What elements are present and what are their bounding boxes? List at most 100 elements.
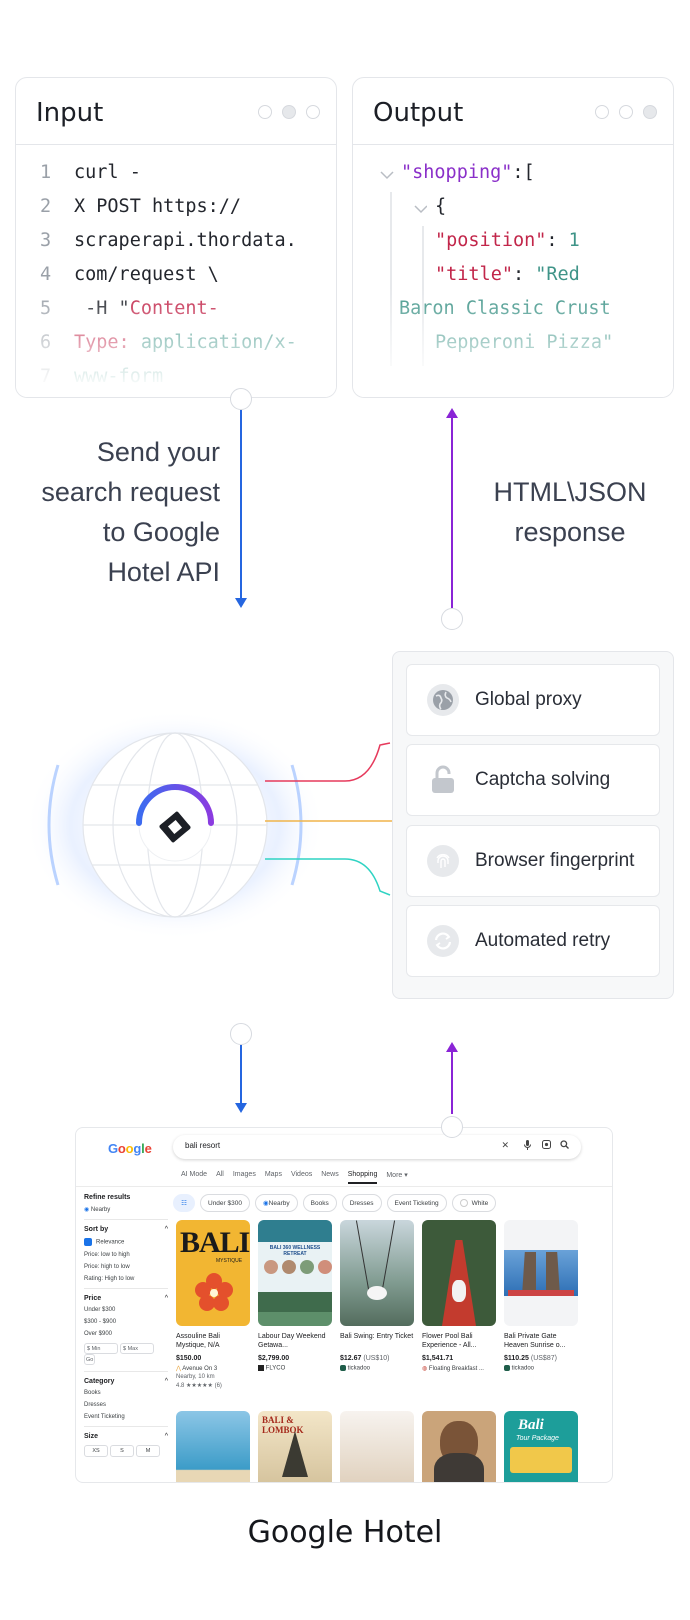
close-icon[interactable]: ✕ — [501, 1140, 509, 1150]
location-pin-icon: ◉ — [262, 1200, 269, 1207]
camera-icon[interactable] — [542, 1140, 551, 1151]
chevron-up-icon[interactable]: ^ — [164, 1226, 168, 1233]
product-card[interactable]: Bali Private Gate Heaven Sunrise o... $1… — [504, 1220, 578, 1372]
product-card[interactable] — [340, 1411, 414, 1482]
filter-chip[interactable]: ◉ Nearby — [254, 1194, 298, 1212]
store-icon — [340, 1365, 346, 1371]
microphone-icon[interactable] — [524, 1140, 531, 1152]
search-tab[interactable]: Videos — [290, 1171, 313, 1178]
product-card[interactable]: Bali Swing: Entry Ticket $12.67 (US$10) … — [340, 1220, 414, 1372]
sort-option[interactable]: Price: low to high — [84, 1252, 130, 1258]
product-image — [422, 1411, 496, 1482]
request-caption-line: search request — [41, 477, 220, 507]
window-dot — [282, 105, 296, 119]
product-card[interactable]: Flower Pool Bali Experience - All... $1,… — [422, 1220, 496, 1372]
code-token: 1 — [568, 230, 580, 251]
response-caption: HTML\JSON response — [480, 472, 660, 552]
code-token: :[ — [512, 162, 535, 183]
store-icon — [258, 1365, 264, 1371]
code-token: curl - — [74, 162, 141, 183]
size-button[interactable]: XS — [84, 1445, 108, 1457]
response-arrow-line — [451, 1052, 453, 1114]
product-price-value: $2,799.00 — [258, 1355, 290, 1362]
category-option[interactable]: Event Ticketing — [84, 1414, 125, 1420]
connector-node — [441, 608, 463, 630]
chevron-up-icon[interactable]: ^ — [164, 1433, 168, 1440]
product-price: $1,541.71 — [422, 1355, 496, 1362]
filter-chip[interactable]: Event Ticketing — [386, 1194, 447, 1212]
product-card[interactable]: Bali Tour Package — [504, 1411, 578, 1482]
unlock-icon — [427, 764, 459, 796]
feature-automated-retry: Automated retry — [406, 905, 660, 977]
nearby-option[interactable]: ◉ Nearby — [84, 1206, 168, 1213]
go-button[interactable]: Go — [84, 1354, 95, 1365]
price-range: $ Min$ MaxGo — [84, 1343, 168, 1365]
product-card[interactable]: BALI & LOMBOK — [258, 1411, 332, 1482]
divider — [84, 1288, 168, 1289]
product-card[interactable]: BALI 360 WELLNESS RETREAT Labour Day Wee… — [258, 1220, 332, 1372]
min-price-input[interactable]: $ Min — [84, 1343, 118, 1354]
sort-option[interactable]: Relevance — [84, 1238, 168, 1246]
google-search-bar[interactable]: bali resort ✕ — [173, 1135, 581, 1159]
product-seller: FLYCO — [258, 1365, 332, 1372]
thordata-logo-icon — [159, 811, 191, 843]
sort-option[interactable]: Rating: High to low — [84, 1276, 135, 1282]
product-price: $150.00 — [176, 1355, 250, 1362]
thordata-globe — [30, 710, 325, 940]
search-tab[interactable]: News — [321, 1171, 339, 1178]
size-heading: Size^ — [84, 1433, 168, 1440]
product-card[interactable] — [422, 1411, 496, 1482]
search-tab[interactable]: All — [216, 1171, 224, 1178]
product-title: Labour Day Weekend Getawa... — [258, 1333, 326, 1349]
price-heading-label: Price — [84, 1295, 102, 1302]
filter-chip[interactable]: Books — [302, 1194, 337, 1212]
product-card[interactable]: BALI MYSTIQUE Assouline Bali Mystique, N… — [176, 1220, 250, 1389]
product-price-value: $1,541.71 — [422, 1355, 454, 1362]
search-tab[interactable]: Maps — [264, 1171, 282, 1178]
sort-option[interactable]: Price: high to low — [84, 1264, 130, 1270]
size-button[interactable]: M — [136, 1445, 160, 1457]
book-cover-subtitle: MYSTIQUE — [216, 1258, 243, 1264]
checkbox-checked-icon[interactable] — [84, 1238, 92, 1246]
store-icon: ◍ — [422, 1366, 428, 1372]
product-card[interactable] — [176, 1411, 250, 1482]
product-image — [176, 1411, 250, 1482]
filter-chip[interactable]: Under $300 — [200, 1194, 250, 1212]
size-button[interactable]: S — [110, 1445, 134, 1457]
request-caption: Send your search request to Google Hotel… — [0, 432, 220, 592]
product-seller: tickadoo — [340, 1365, 414, 1372]
product-image — [422, 1220, 496, 1326]
price-option[interactable]: $300 - $900 — [84, 1319, 117, 1325]
line-number: 2 — [40, 196, 52, 217]
search-tab[interactable]: More ▾ — [386, 1172, 408, 1179]
chevron-up-icon[interactable]: ^ — [164, 1378, 168, 1385]
product-price: $2,799.00 — [258, 1355, 332, 1362]
divider — [84, 1426, 168, 1427]
chevron-down-icon — [380, 171, 394, 180]
category-heading-label: Category — [84, 1378, 115, 1385]
chevron-up-icon[interactable]: ^ — [164, 1295, 168, 1302]
search-tab[interactable]: AI Mode — [181, 1171, 208, 1178]
filter-chip[interactable]: Dresses — [341, 1194, 382, 1212]
search-tab[interactable]: Shopping — [347, 1171, 378, 1184]
filter-chip[interactable]: White — [451, 1194, 497, 1212]
price-option[interactable]: Under $300 — [84, 1307, 116, 1313]
request-caption-line: Hotel API — [107, 557, 220, 587]
window-dot — [258, 105, 272, 119]
category-option[interactable]: Books — [84, 1390, 101, 1396]
product-title: Bali Private Gate Heaven Sunrise o... — [504, 1333, 566, 1349]
search-icon[interactable] — [560, 1140, 569, 1151]
category-option[interactable]: Dresses — [84, 1402, 107, 1408]
product-image — [504, 1220, 578, 1326]
price-option[interactable]: Over $900 — [84, 1331, 113, 1337]
code-token: "title" — [435, 264, 513, 285]
product-seller-name: Floating Breakfast ... — [428, 1366, 484, 1372]
response-caption-line: response — [514, 517, 626, 547]
search-tab[interactable]: Images — [232, 1171, 256, 1178]
max-price-input[interactable]: $ Max — [120, 1343, 154, 1354]
product-image: BALI & LOMBOK — [258, 1411, 332, 1482]
nearby-label: Nearby — [90, 1207, 111, 1213]
filter-settings-icon[interactable]: ☷ — [173, 1194, 195, 1212]
